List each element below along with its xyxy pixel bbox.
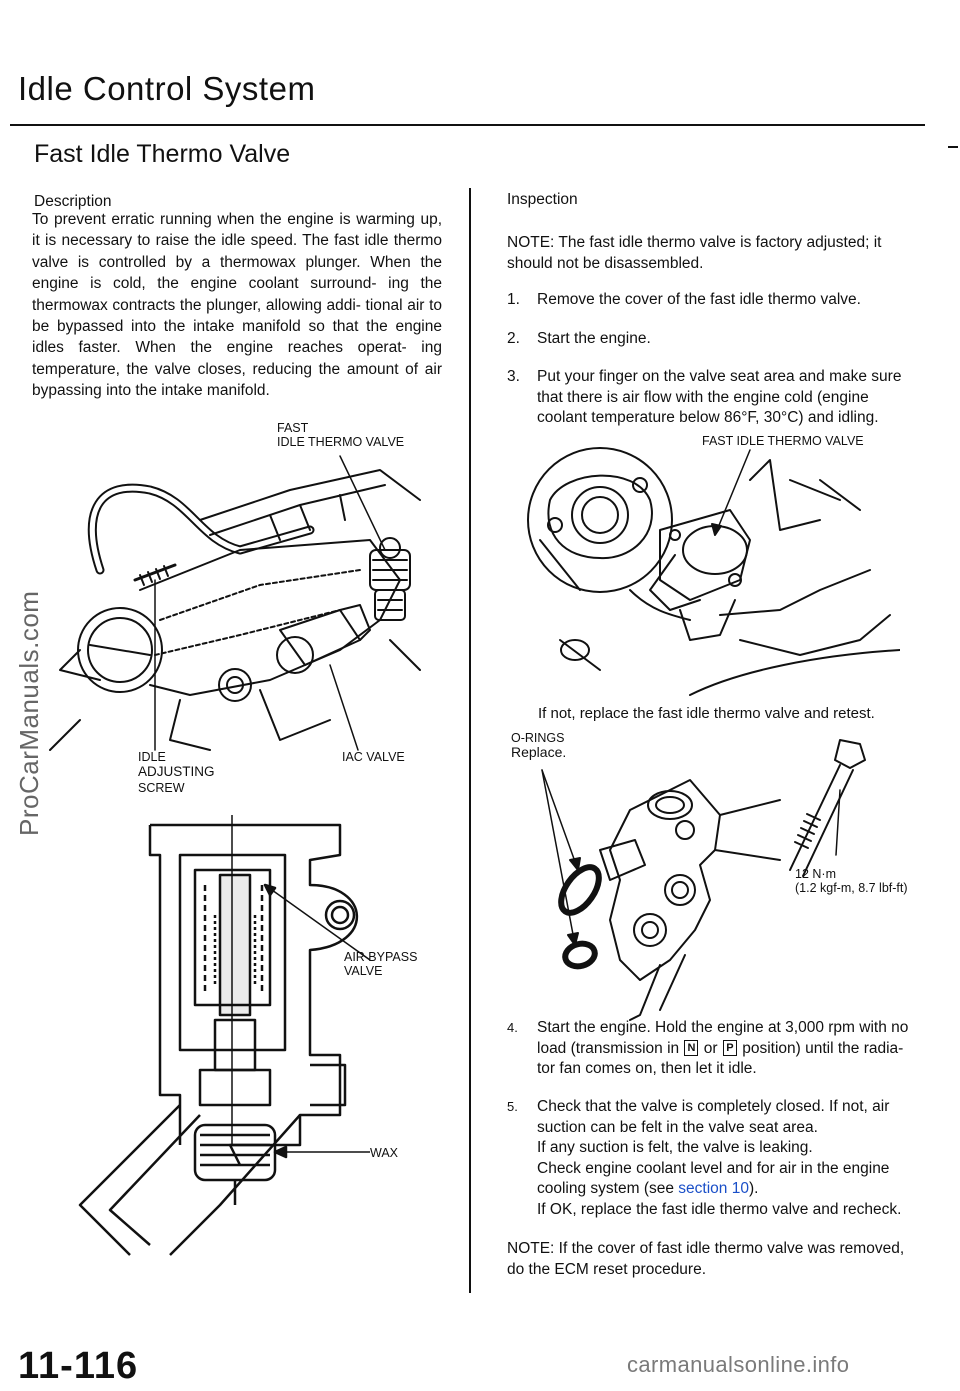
inspection-step-5: 5. Check that the valve is completely cl… [507, 1097, 909, 1220]
step-text: Put your finger on the valve seat area a… [537, 368, 902, 426]
engine-diagram [49, 455, 421, 751]
step-number: 4. [507, 1020, 518, 1035]
margin-dash [948, 146, 958, 148]
step-number: 1. [507, 291, 520, 308]
label-wax: WAX [370, 1146, 399, 1160]
label-air-bypass: AIR BYPASS [344, 950, 418, 964]
step4-text-a: Start the engine. Hold the engine at 3,0… [537, 1019, 909, 1057]
inspection-step-3: 3. Put your finger on the valve seat are… [507, 367, 909, 429]
park-key-icon: P [722, 1040, 737, 1057]
inspection-note: NOTE: The fast idle thermo valve is fact… [507, 234, 882, 272]
step5-text-c1: Check engine coolant level and for air i… [537, 1159, 890, 1198]
step-text: Start the engine. Hold the engine at 3,0… [537, 1018, 909, 1080]
valve-seat-diagram [527, 447, 900, 696]
inspection-step-2: 2. Start the engine. [507, 329, 909, 350]
description-heading: Description [34, 193, 112, 210]
step-number: 5. [507, 1099, 518, 1114]
label-fast: FAST [277, 421, 309, 435]
label-screw: SCREW [138, 781, 185, 795]
description-body: To prevent erratic running when the engi… [32, 211, 442, 400]
label-torque-kgf: (1.2 kgf-m, 8.7 lbf-ft) [795, 881, 908, 895]
label-adjusting: ADJUSTING [138, 764, 215, 779]
section-subtitle: Fast Idle Thermo Valve [34, 140, 291, 168]
label-replace: Replace. [511, 744, 567, 760]
step5-text-d: If OK, replace the fast idle thermo valv… [537, 1200, 902, 1218]
inspection-heading: Inspection [507, 191, 578, 208]
section-10-link[interactable]: section 10 [678, 1180, 749, 1197]
step4-text-b: position) until the radia- tor fan comes… [537, 1039, 904, 1078]
step-number: 3. [507, 368, 520, 385]
title-rule [10, 124, 925, 126]
label-idle: IDLE [138, 750, 166, 764]
label-torque-nm: 12 N·m [795, 867, 836, 881]
step5-text-c2: ). [748, 1180, 759, 1197]
watermark: ProCarManuals.com [14, 590, 44, 836]
final-note: NOTE: If the cover of fast idle thermo v… [507, 1240, 905, 1278]
label-fast-idle-thermo-valve-2: FAST IDLE THERMO VALVE [702, 434, 864, 448]
step4-or: or [703, 1039, 718, 1057]
page-number: 11-116 [18, 1345, 139, 1387]
column-divider [469, 188, 471, 1293]
label-fast-idle-thermo-valve: IDLE THERMO VALVE [277, 435, 405, 449]
step-number: 2. [507, 330, 520, 347]
if-not-replace-text: If not, replace the fast idle thermo val… [538, 705, 875, 722]
inspection-step-4: 4. Start the engine. Hold the engine at … [507, 1018, 909, 1080]
step-text: Remove the cover of the fast idle thermo… [537, 291, 861, 308]
label-air-bypass-valve: VALVE [344, 964, 383, 978]
valve-cross-section-diagram [78, 815, 371, 1256]
page-title: Idle Control System [18, 70, 316, 107]
step5-text-b: If any suction is felt, the valve is lea… [537, 1139, 813, 1156]
step5-text-a: Check that the valve is completely close… [537, 1098, 890, 1136]
step-text: Start the engine. [537, 330, 651, 347]
neutral-key-icon: N [684, 1040, 699, 1057]
inspection-step-1: 1. Remove the cover of the fast idle the… [507, 290, 909, 311]
valve-orings-diagram [541, 739, 866, 1021]
site-footer: carmanualsonline.info [627, 1352, 850, 1377]
step-text: Check that the valve is completely close… [537, 1097, 909, 1220]
label-iac-valve: IAC VALVE [342, 750, 405, 764]
label-o-rings: O-RINGS [511, 731, 565, 745]
